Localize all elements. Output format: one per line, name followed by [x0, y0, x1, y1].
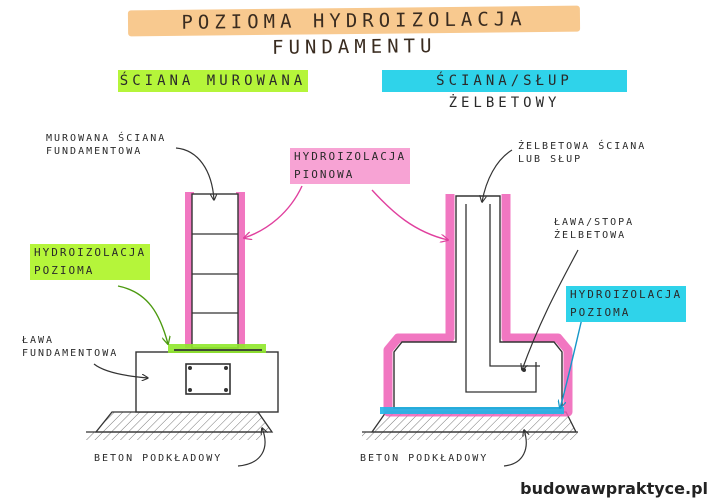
footing-left [135, 351, 279, 413]
arrow-horizontal-insulation-left [117, 285, 168, 344]
arrow-masonry-wall [175, 147, 214, 200]
arrow-rc-footing [522, 249, 579, 370]
vertical-insulation-left-b [236, 192, 245, 348]
label-footing-left: ŁAWA FUNDAMENTOWA [22, 335, 119, 359]
masonry-wall [191, 193, 239, 349]
ground-left [86, 431, 262, 440]
vertical-insulation-left-a [185, 192, 194, 348]
label-vertical-insulation: HYDROIZOLACJA PIONOWA [290, 148, 411, 184]
label-horizontal-insulation-left: HYDROIZOLACJA POZIOMA [30, 244, 151, 280]
lean-concrete-left [94, 411, 274, 433]
section-title-masonry: ŚCIANA MUROWANA [118, 70, 308, 92]
arrow-lean-concrete-left [237, 428, 265, 467]
arrow-lean-concrete-right [503, 430, 526, 467]
arrow-horizontal-insulation-right [560, 309, 585, 408]
section-title-reinforced-concrete: ŚCIANA/SŁUP ŻELBETOWY [382, 70, 627, 111]
arrow-rc-wall [482, 149, 513, 202]
label-rc-footing: ŁAWA/STOPA ŻELBETOWA [554, 217, 635, 241]
label-lean-concrete-left: BETON PODKŁADOWY [94, 453, 223, 464]
horizontal-insulation-left [168, 344, 266, 353]
label-horizontal-insulation-right: HYDROIZOLACJA POZIOMA [566, 286, 687, 322]
rc-wall-and-footing [393, 195, 563, 409]
label-masonry-wall: MUROWANA ŚCIANA FUNDAMENTOWA [46, 133, 167, 157]
arrow-vertical-insulation-right [371, 189, 448, 240]
footing-rebar-left [185, 363, 231, 395]
arrow-vertical-insulation-left [244, 185, 303, 238]
ground-right [362, 431, 578, 440]
label-rc-wall: ŻELBETOWA ŚCIANA LUB SŁUP [518, 141, 647, 165]
horizontal-insulation-right [380, 407, 564, 414]
arrow-footing-left [93, 363, 148, 378]
label-lean-concrete-right: BETON PODKŁADOWY [360, 453, 489, 464]
brand-watermark: budowawpraktyce.pl [520, 479, 708, 498]
